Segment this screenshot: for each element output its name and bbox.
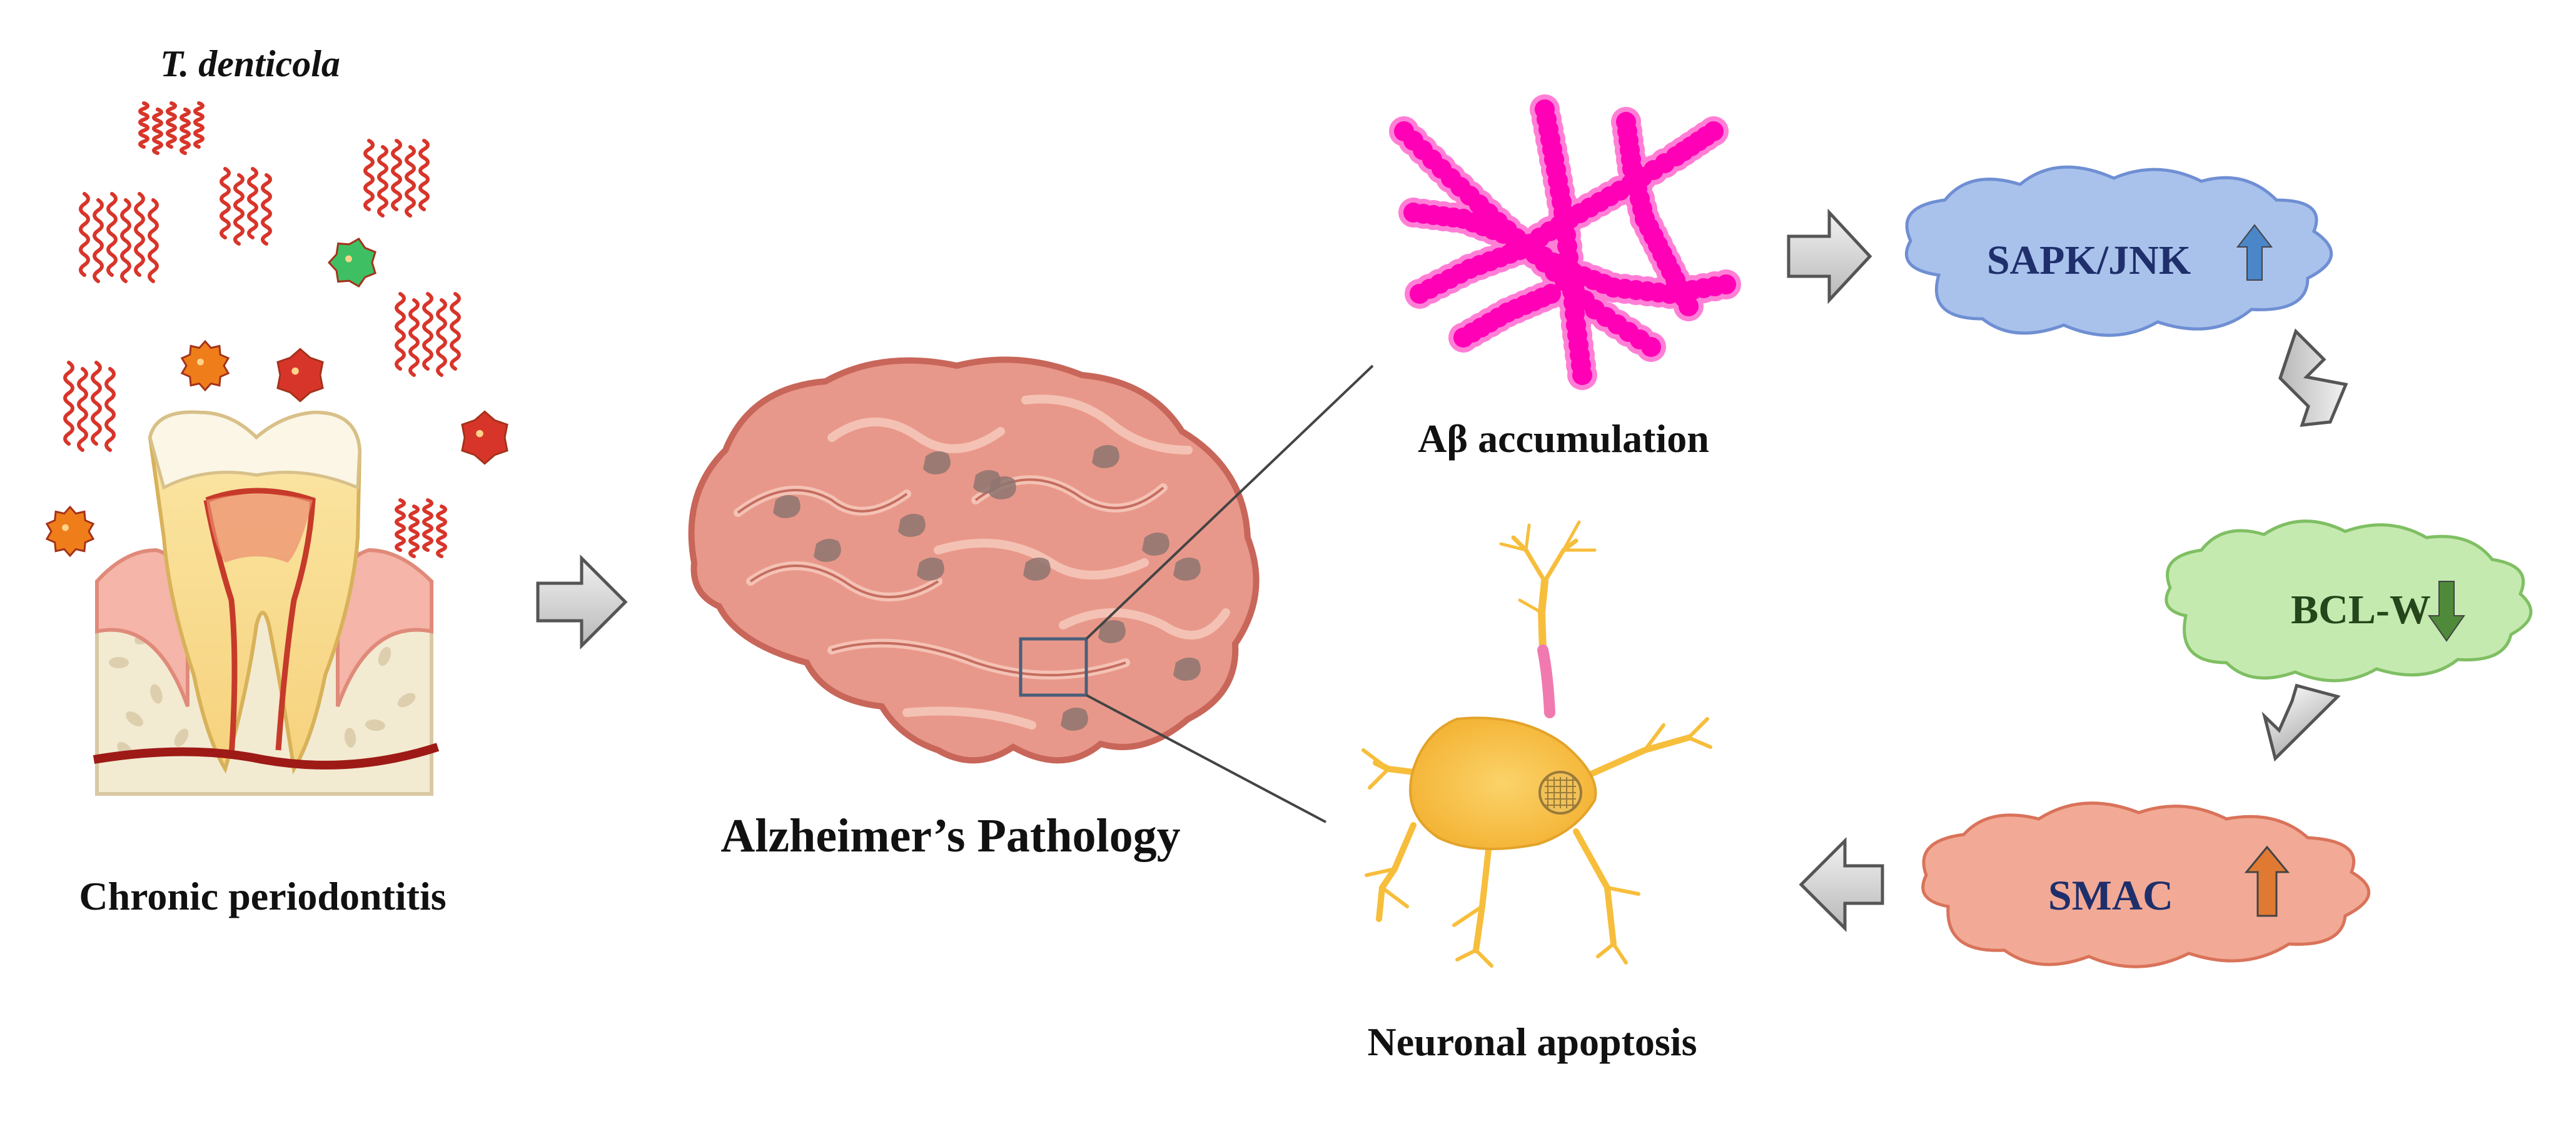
amyloid-plaque (1098, 620, 1126, 643)
bone-speck (378, 646, 391, 666)
bacterium-cell (461, 410, 508, 465)
treponema-cluster (363, 139, 430, 218)
abeta-label: Aβ accumulation (1418, 416, 1709, 461)
abeta-bead (1541, 284, 1561, 304)
bone-speck (344, 728, 356, 748)
amyloid-plaque (814, 538, 841, 562)
neuron-dendrite (1499, 542, 1528, 552)
neuron-dendrite (1643, 723, 1665, 752)
bcl-cloud-shape (2164, 519, 2533, 683)
neuron-dendrite (1361, 748, 1390, 771)
amyloid-plaque (773, 494, 801, 518)
neuron-dendrite (1562, 520, 1581, 552)
amyloid-plaque (898, 513, 926, 537)
amyloid-plaque (1173, 657, 1201, 681)
neuron-dendrite (1687, 717, 1709, 740)
bone-speck (365, 719, 385, 731)
neuron-dendrite (1524, 523, 1531, 552)
brain-outline (688, 356, 1260, 764)
abeta-bead (1679, 296, 1699, 316)
amyloid-plaque (1061, 707, 1088, 731)
amyloid-plaques (773, 444, 1201, 731)
bcl-w-cloud: BCL-W (2164, 519, 2533, 683)
neuron-dendrite (1380, 886, 1409, 908)
amyloid-plaque (923, 451, 951, 474)
neuron-axon-segment (1537, 645, 1555, 718)
smac-cloud-shape (1921, 801, 2370, 968)
down-arrow-icon (2428, 581, 2465, 642)
bone-speck (126, 711, 143, 727)
neuron-dendrite (1687, 736, 1712, 749)
abeta-bead (1704, 121, 1724, 141)
neuron-dendrite (1612, 942, 1628, 965)
neuron-dendrite (1368, 767, 1390, 790)
amyloid-plaque (1142, 532, 1169, 556)
bacterium-cell (45, 505, 95, 558)
bacteria-cluster (45, 101, 508, 558)
neuron-dendrite (1455, 948, 1478, 961)
bone-speck (109, 657, 129, 668)
neuron-dendrite (1605, 886, 1640, 896)
flow-arrow-4 (2261, 683, 2341, 762)
nerve-line (93, 743, 440, 770)
treponema-cluster (395, 498, 447, 558)
sapk-jnk-cloud: SAPK/JNK (1904, 165, 2333, 337)
neuron-dendrite (1452, 905, 1484, 927)
flow-arrow-2 (1787, 208, 1872, 304)
abeta-bead (1716, 274, 1736, 294)
up-arrow-icon (2244, 845, 2290, 917)
treponema-cluster (395, 292, 461, 377)
abeta-bead (1572, 365, 1592, 385)
abeta-bead (1641, 337, 1661, 357)
neuron-dendrite (1365, 867, 1397, 877)
flow-arrow-1 (536, 554, 628, 650)
up-arrow-icon (2236, 224, 2273, 281)
neuron-icon (1361, 520, 1712, 968)
smac-cloud: SMAC (1921, 801, 2370, 968)
amyloid-plaque (917, 557, 944, 581)
neuron-dendrite (1518, 598, 1543, 615)
brain-icon (688, 356, 1260, 764)
bacteria-label: T. denticola (160, 43, 340, 84)
neuron-dendrite (1511, 535, 1547, 584)
amyloid-plaque (989, 476, 1016, 499)
bone-speck (150, 684, 163, 704)
zoom-line-bottom (1086, 694, 1326, 823)
sapk-label: SAPK/JNK (1987, 238, 2191, 283)
treponema-cluster (220, 167, 272, 246)
bone-speck (174, 728, 189, 747)
amyloid-plaque (1173, 557, 1201, 581)
amyloid-plaque (1092, 444, 1119, 468)
zoom-line-top (1085, 364, 1374, 640)
apoptosis-label: Neuronal apoptosis (1368, 1020, 1697, 1064)
periodontitis-label: Chronic periodontitis (79, 874, 446, 918)
neuron-dendrite (1585, 735, 1692, 778)
tooth-enamel (148, 411, 361, 490)
treponema-cluster (63, 361, 116, 452)
smac-label: SMAC (2048, 871, 2173, 919)
bacterium-cell (180, 339, 230, 392)
neuron-soma (1409, 716, 1597, 850)
neuron-dendrite (1474, 948, 1493, 968)
neuron-dendrite (1596, 942, 1615, 958)
alzheimers-label: Alzheimer’s Pathology (720, 810, 1180, 862)
abeta-fibril-icon (1389, 94, 1741, 390)
bcl-w-label: BCL-W (2291, 587, 2431, 633)
bone-speck (397, 693, 416, 708)
bacterium-cell (276, 348, 324, 403)
sapk-cloud-shape (1904, 165, 2333, 337)
treponema-cluster (138, 101, 205, 155)
periodontitis-illustration (93, 410, 440, 796)
treponema-cluster (79, 192, 159, 283)
neuron-dendrite (1473, 847, 1492, 953)
bacterium-cell (327, 238, 376, 288)
flow-arrow-3 (2278, 328, 2348, 427)
neuron-dendrite (1542, 538, 1578, 584)
flow-arrow-5 (1799, 836, 1884, 933)
neuron-dendrite (1376, 822, 1417, 922)
zoom-box (1019, 637, 1088, 697)
amyloid-plaque (1023, 557, 1051, 581)
